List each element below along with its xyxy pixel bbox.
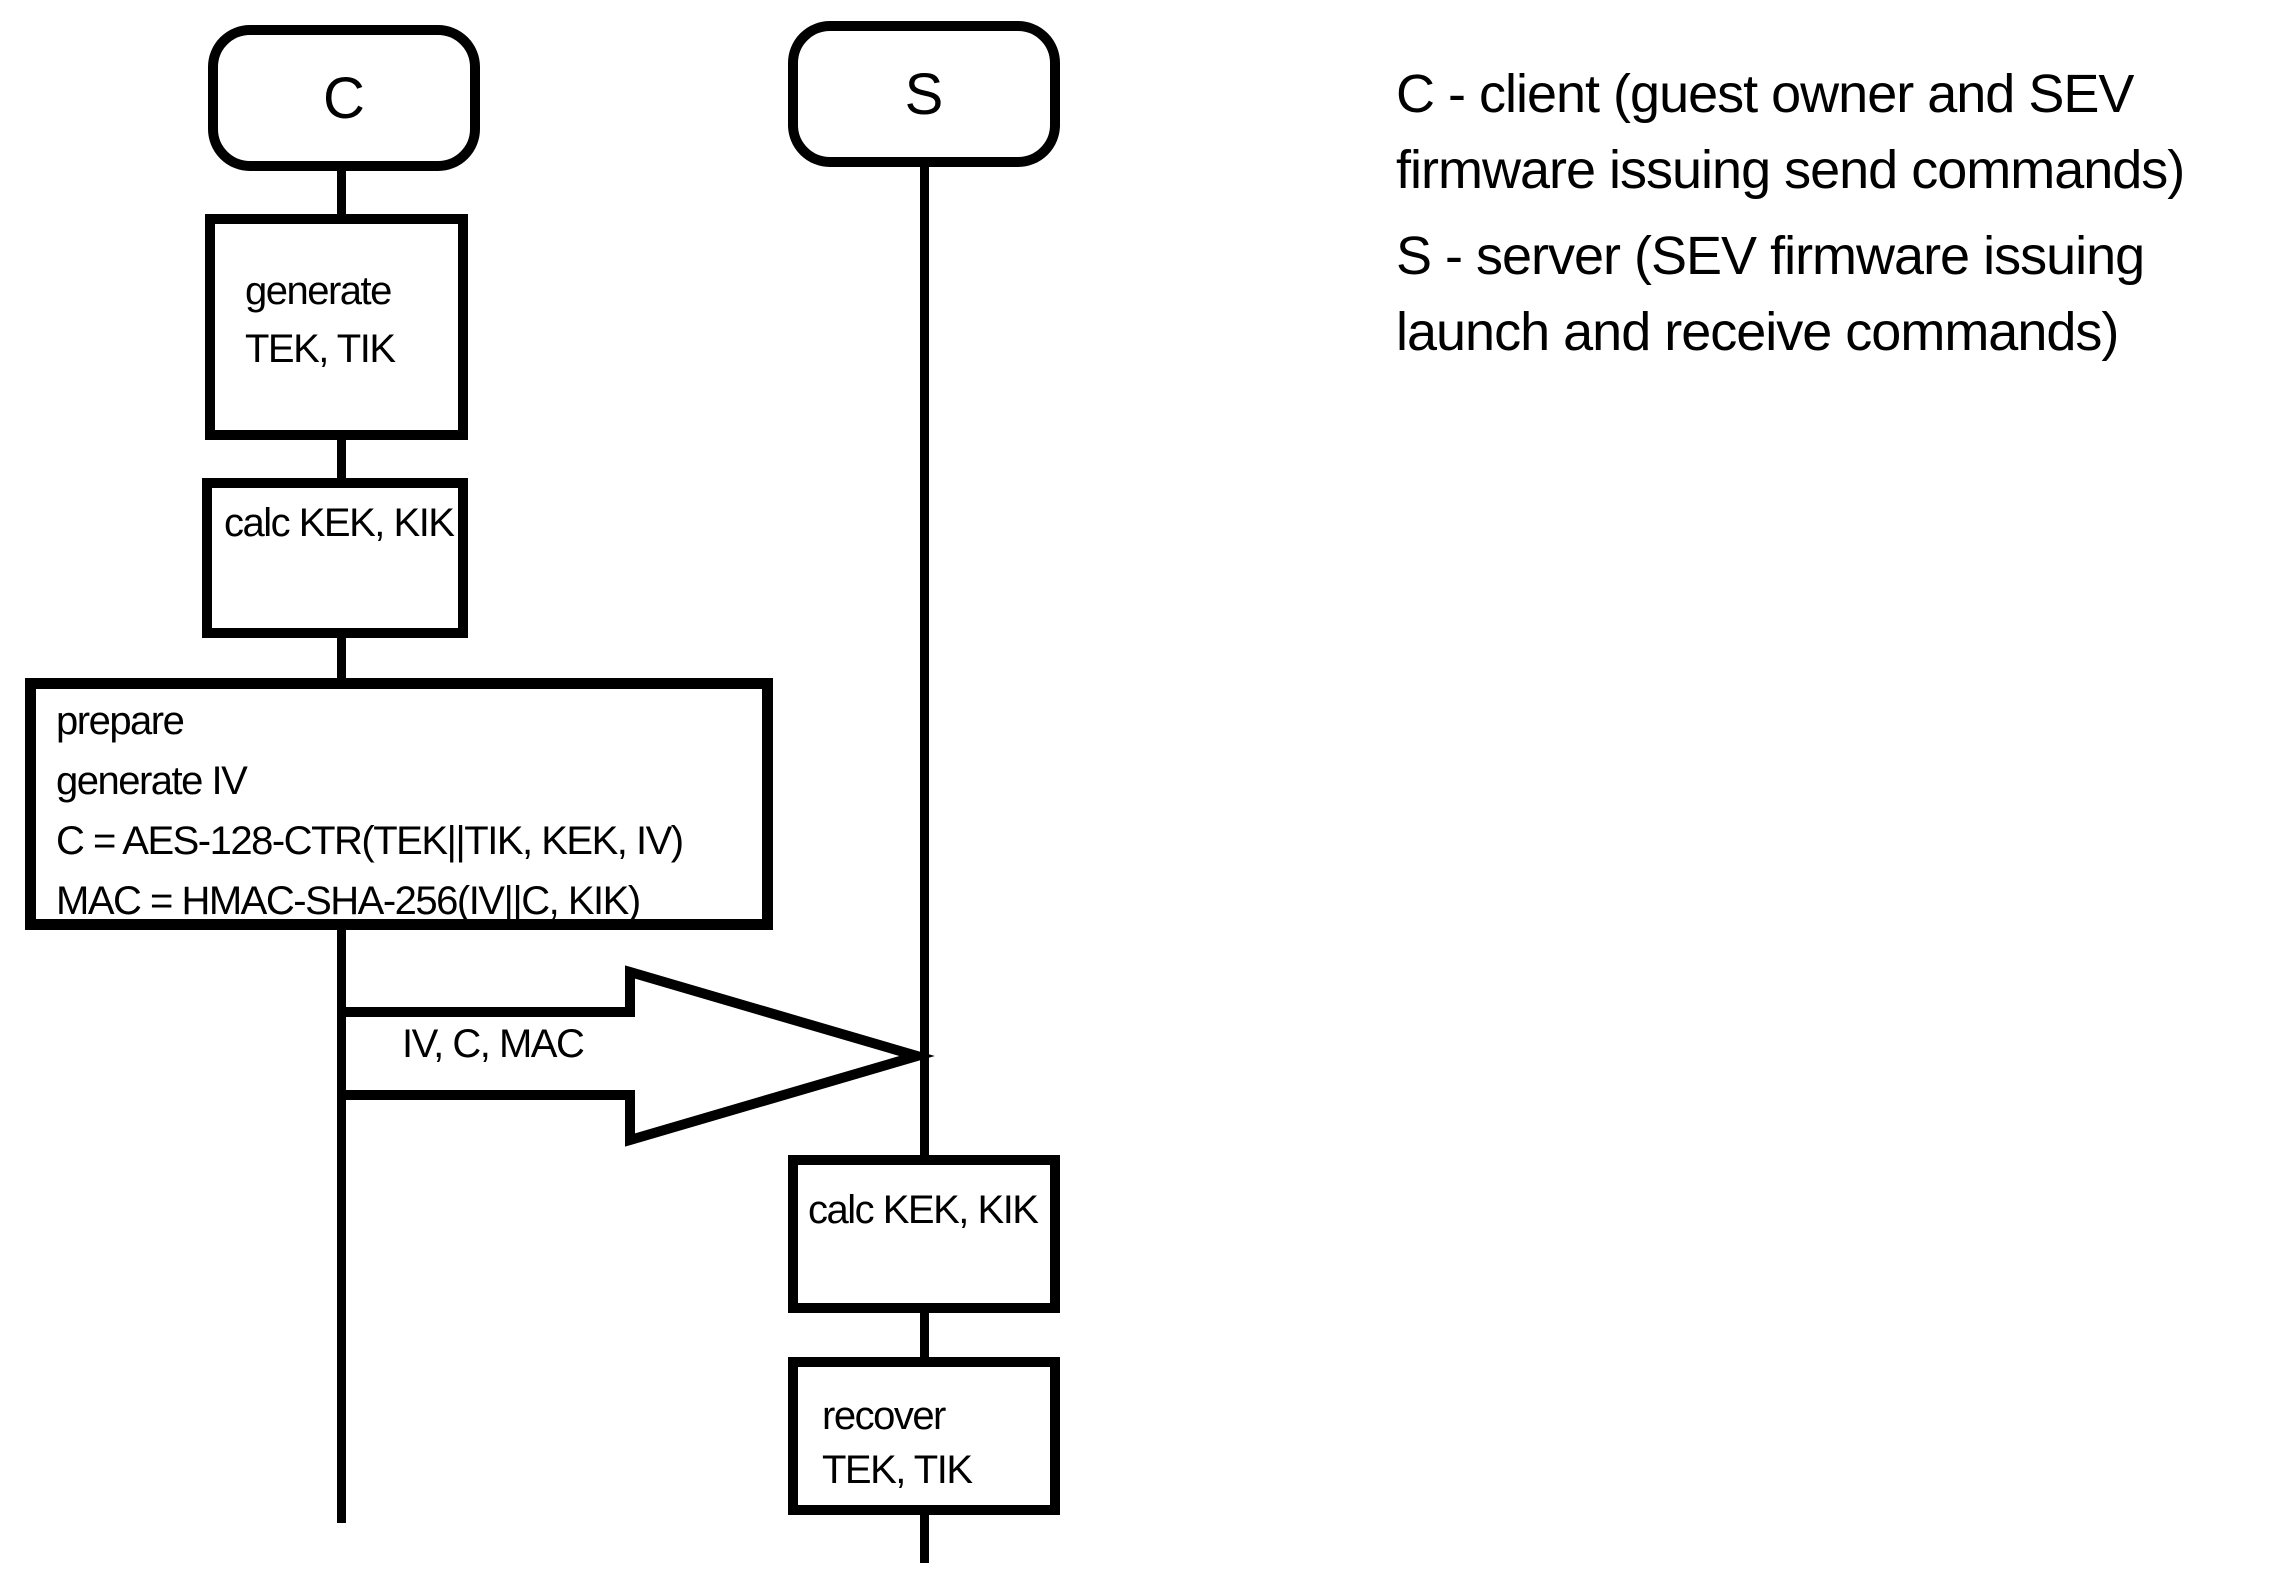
step-line: calc KEK, KIK (808, 1188, 1039, 1232)
step-line: prepare (56, 699, 185, 743)
legend-line: C - client (guest owner and SEV (1396, 64, 2134, 124)
step-line: generate IV (56, 759, 248, 803)
legend: C - client (guest owner and SEV firmware… (1396, 56, 2286, 380)
step-line: TEK, TIK (245, 327, 396, 371)
step-line: C = AES-128-CTR(TEK||TIK, KEK, IV) (56, 819, 684, 863)
step-line: MAC = HMAC-SHA-256(IV||C, KIK) (56, 879, 641, 923)
actor-server-label: S (904, 61, 944, 127)
step-line: calc KEK, KIK (224, 501, 455, 545)
step-generate-tek-tik: generate TEK, TIK (205, 214, 468, 440)
legend-entry-server: S - server (SEV firmware issuing launch … (1396, 218, 2286, 370)
legend-entry-client: C - client (guest owner and SEV firmware… (1396, 56, 2286, 208)
message-arrow-shape (341, 965, 935, 1147)
step-line: recover (822, 1394, 946, 1438)
step-calc-kek-kik-server: calc KEK, KIK (788, 1155, 1060, 1313)
message-label: IV, C, MAC (402, 1022, 585, 1066)
step-line: TEK, TIK (822, 1448, 973, 1492)
step-calc-kek-kik-client: calc KEK, KIK (202, 478, 468, 638)
step-line: generate (245, 269, 392, 313)
actor-server-box: S (788, 21, 1060, 167)
step-prepare: prepare generate IV C = AES-128-CTR(TEK|… (25, 678, 773, 930)
legend-line: S - server (SEV firmware issuing (1396, 226, 2145, 286)
legend-line: launch and receive commands) (1396, 302, 2119, 362)
legend-line: firmware issuing send commands) (1396, 140, 2185, 200)
step-recover-tek-tik: recover TEK, TIK (788, 1357, 1060, 1515)
actor-client-box: C (208, 25, 480, 171)
lifeline-server (920, 160, 929, 1563)
actor-client-label: C (323, 65, 365, 131)
